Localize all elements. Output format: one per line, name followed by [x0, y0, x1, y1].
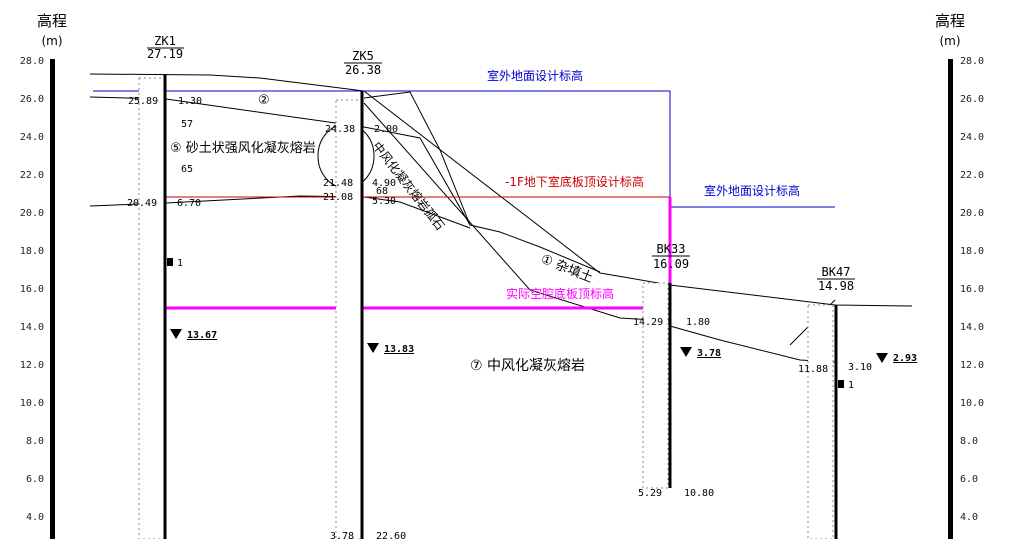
water-level: 3.78 — [697, 348, 721, 359]
layer-labels: ② ⑤ 砂土状强风化凝灰熔岩 ⑦ 中风化凝灰熔岩 ① 杂填土 中风化凝灰熔岩孤石 — [170, 93, 595, 374]
blow-count: 68 — [376, 186, 388, 197]
layer-depth: 4.90 — [372, 178, 396, 189]
axis-tick-label: 14.0 — [960, 322, 984, 333]
layer7-label: ⑦ 中风化凝灰熔岩 — [470, 358, 585, 374]
axis-tick-label: 24.0 — [20, 132, 44, 143]
bottom-elevation: 3.78 — [330, 531, 354, 539]
ground-surface-line — [89, 73, 365, 92]
borehole-elevation: 14.98 — [818, 279, 854, 293]
axis-tick-label: 16.0 — [20, 284, 44, 295]
layer-elevation: 25.89 — [128, 96, 158, 107]
axis-tick-label: 6.0 — [960, 474, 978, 485]
basement-slab-label: -1F地下室底板顶设计标高 — [505, 174, 644, 189]
left-elevation-axis: 高程 (m) 28.0 26.0 24.0 22.0 20.0 18.0 16.0 14.0 1… — [20, 12, 67, 539]
axis-tick-label: 16.0 — [960, 284, 984, 295]
water-level-icon — [876, 353, 888, 363]
axis-tick-label: 8.0 — [26, 436, 44, 447]
sample-marker — [838, 380, 844, 388]
borehole-zk5: ZK5 26.38 24.38 2.00 21.48 4.90 68 21.08… — [323, 49, 414, 539]
design-level-lines — [93, 90, 835, 310]
cavity-bottom-label: 实际空腔底板顶标高 — [506, 286, 614, 301]
borehole-id: BK47 — [822, 265, 851, 279]
axis-title: 高程 — [935, 12, 965, 30]
borehole-zk1: ZK1 27.19 25.89 1.30 57 65 20.49 6.70 1 … — [127, 34, 217, 539]
axis-tick-label: 4.0 — [26, 512, 44, 523]
axis-tick-label: 12.0 — [960, 360, 984, 371]
boulder-outline-line — [363, 91, 471, 226]
water-level: 13.83 — [384, 344, 414, 355]
borehole-id: ZK1 — [154, 34, 176, 48]
borehole-column — [642, 282, 669, 489]
borehole-column — [335, 99, 362, 539]
water-level: 13.67 — [187, 330, 217, 341]
layer-depth: 1.30 — [178, 96, 202, 107]
layer-depth: 3.10 — [848, 362, 872, 373]
axis-tick-label: 10.0 — [960, 398, 984, 409]
water-level: 2.93 — [893, 353, 917, 364]
axis-title: 高程 — [37, 12, 67, 30]
bottom-depth: 10.80 — [684, 488, 714, 499]
axis-tick-label: 18.0 — [960, 246, 984, 257]
axis-tick-label: 28.0 — [960, 56, 984, 67]
bottom-elevation: 5.29 — [638, 488, 662, 499]
axis-tick-label: 28.0 — [20, 56, 44, 67]
borehole-id: ZK5 — [352, 49, 374, 63]
borehole-id: BK33 — [657, 242, 686, 256]
layer-depth: 5.30 — [372, 196, 396, 207]
layer-elevation: 21.08 — [323, 192, 353, 203]
borehole-bk33: BK33 16.09 14.29 1.80 3.78 5.29 10.80 — [633, 242, 721, 499]
sample-number: 1 — [848, 380, 854, 391]
water-level-icon — [367, 343, 379, 353]
blow-count: 57 — [181, 119, 193, 130]
layer-elevation: 11.88 — [798, 364, 828, 375]
elevation-scale-bar — [50, 59, 55, 539]
right-elevation-axis: 高程 (m) 28.0 26.0 24.0 22.0 20.0 18.0 16.0 14.0 1… — [935, 12, 984, 539]
axis-tick-label: 22.0 — [20, 170, 44, 181]
layer-elevation: 21.48 — [323, 178, 353, 189]
axis-tick-label: 22.0 — [960, 170, 984, 181]
axis-tick-label: 20.0 — [20, 208, 44, 219]
axis-tick-label: 4.0 — [960, 512, 978, 523]
axis-tick-label: 6.0 — [26, 474, 44, 485]
axis-tick-label: 8.0 — [960, 436, 978, 447]
axis-tick-label: 26.0 — [20, 94, 44, 105]
layer-elevation: 20.49 — [127, 198, 157, 209]
layer-depth: 6.70 — [177, 198, 201, 209]
layer-elevation: 14.29 — [633, 317, 663, 328]
borehole-bk47: BK47 14.98 11.88 3.10 2.93 1 — [798, 265, 917, 539]
design-level-labels: 室外地面设计标高 室外地面设计标高 -1F地下室底板顶设计标高 实际空腔底板顶标… — [487, 68, 800, 301]
axis-tick-label: 18.0 — [20, 246, 44, 257]
layer1-label: ① 杂填土 — [539, 252, 595, 286]
layer5-label: ⑤ 砂土状强风化凝灰熔岩 — [170, 140, 316, 156]
borehole-column — [807, 304, 834, 539]
outdoor-grade-design-line — [93, 90, 671, 197]
outdoor-grade-label: 室外地面设计标高 — [487, 68, 583, 83]
axis-unit: (m) — [41, 34, 62, 48]
elevation-scale-bar — [948, 59, 953, 539]
layer2-marker: ② — [258, 93, 270, 108]
borehole-elevation: 27.19 — [147, 47, 183, 61]
borehole-elevation: 16.09 — [653, 257, 689, 271]
blow-count: 65 — [181, 164, 193, 175]
axis-tick-label: 20.0 — [960, 208, 984, 219]
bottom-depth: 22.60 — [376, 531, 406, 539]
axis-tick-label: 10.0 — [20, 398, 44, 409]
layer-depth: 2.00 — [374, 124, 398, 135]
water-level-icon — [170, 329, 182, 339]
axis-tick-label: 26.0 — [960, 94, 984, 105]
water-level-icon — [680, 347, 692, 357]
axis-tick-label: 14.0 — [20, 322, 44, 333]
layer-depth: 1.80 — [686, 317, 710, 328]
strata-boundaries — [89, 73, 913, 363]
axis-unit: (m) — [939, 34, 960, 48]
axis-tick-label: 12.0 — [20, 360, 44, 371]
sample-marker — [167, 258, 173, 266]
sample-number: 1 — [177, 258, 183, 269]
layer-elevation: 24.38 — [325, 124, 355, 135]
borehole-column — [138, 77, 165, 539]
outdoor-grade-label-2: 室外地面设计标高 — [704, 183, 800, 198]
axis-tick-label: 24.0 — [960, 132, 984, 143]
borehole-elevation: 26.38 — [345, 63, 381, 77]
